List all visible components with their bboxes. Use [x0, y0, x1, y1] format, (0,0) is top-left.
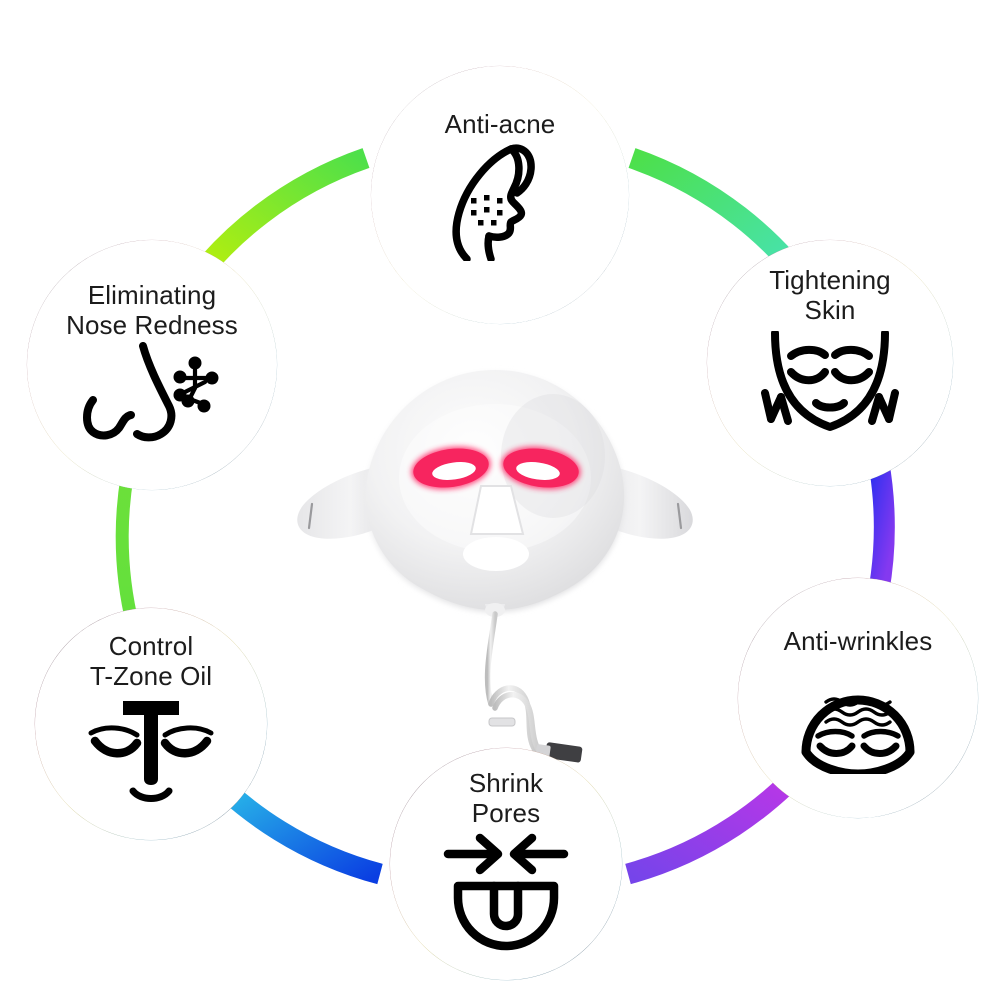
face-forehead-wrinkles-icon — [801, 695, 915, 775]
benefit-label-anti-wrinkles: Anti-wrinkles — [783, 626, 933, 656]
benefit-node-anti-acne[interactable]: Anti-acne — [370, 65, 630, 325]
led-facial-mask-device — [285, 352, 705, 772]
face-t-zone-icon — [88, 701, 214, 803]
cable-tie — [488, 717, 516, 727]
mask-power-cable — [484, 611, 544, 757]
benefit-label-tightening-skin: Tightening Skin — [769, 265, 891, 326]
benefit-label-control-t-zone-oil: Control T-Zone Oil — [89, 631, 213, 692]
face-lift-tightening-icon — [761, 331, 899, 432]
acne-spots — [471, 195, 503, 226]
benefit-label-eliminating-nose-redness: Eliminating Nose Redness — [66, 280, 238, 341]
benefit-node-shrink-pores[interactable]: Shrink Pores — [389, 747, 623, 981]
mask-nose-opening — [469, 485, 525, 535]
benefit-node-anti-wrinkles[interactable]: Anti-wrinkles — [737, 577, 979, 819]
benefit-label-anti-acne: Anti-acne — [444, 109, 556, 139]
benefit-label-shrink-pores: Shrink Pores — [468, 768, 544, 829]
benefit-node-tightening-skin[interactable]: Tightening Skin — [706, 239, 954, 487]
benefit-node-control-t-zone-oil[interactable]: Control T-Zone Oil — [34, 607, 268, 841]
face-arrows-pores-icon — [443, 834, 569, 951]
mask-led-eye-rings — [413, 448, 579, 488]
nose-redness-icon — [83, 342, 219, 442]
face-profile-acne-icon — [452, 144, 535, 262]
mask-mouth-opening — [463, 537, 529, 571]
benefit-node-eliminating-nose-redness[interactable]: Eliminating Nose Redness — [26, 239, 278, 491]
